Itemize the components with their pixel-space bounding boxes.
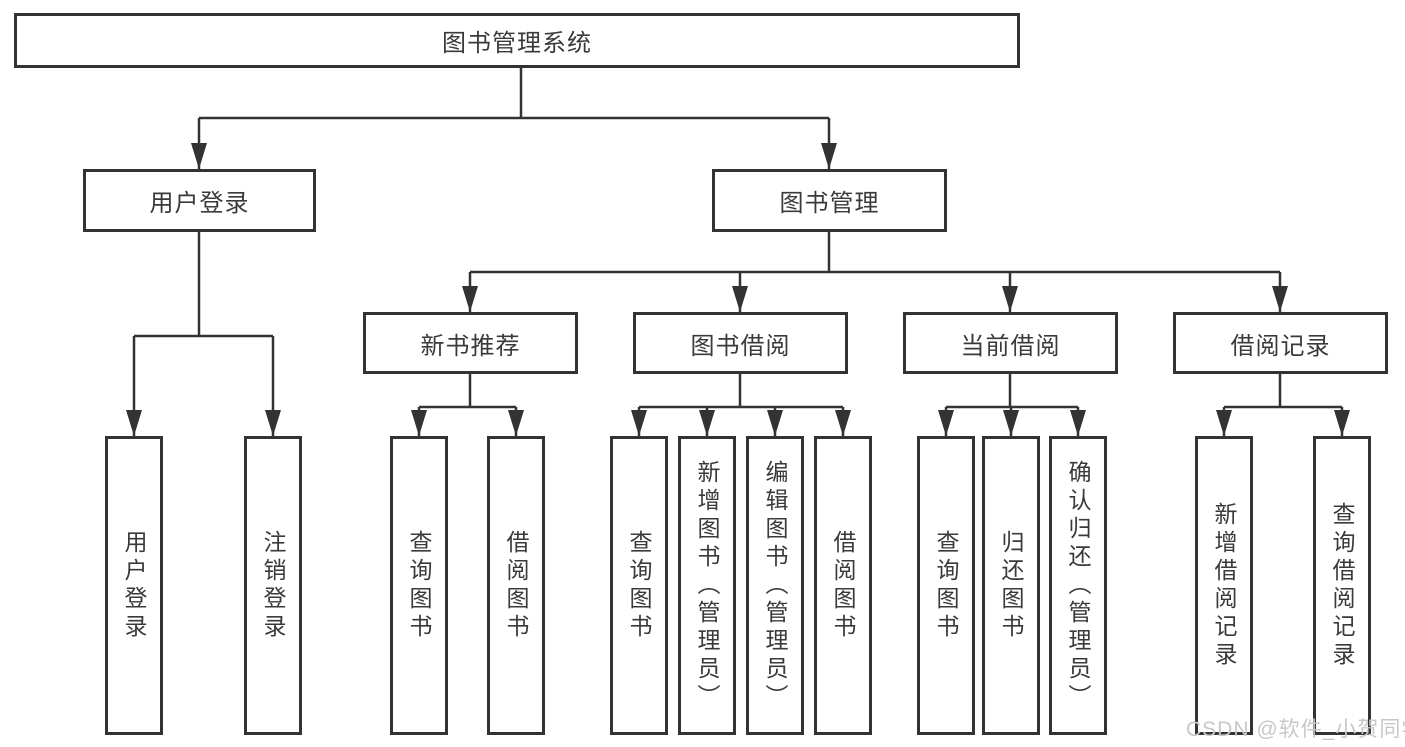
connector-book-management-to-level3 [462, 232, 1288, 312]
node-leaf-query-borrow-record: 查询借阅记录 [1313, 436, 1371, 735]
node-book-borrowing: 图书借阅 [633, 312, 848, 374]
node-leaf-query-books-borrowing: 查询图书 [610, 436, 668, 735]
node-leaf-return-book: 归还图书 [982, 436, 1040, 735]
node-leaf-borrow-books-recommend: 借阅图书 [487, 436, 545, 735]
node-leaf-edit-book-admin: 编辑图书（管理员） [746, 436, 804, 735]
node-borrowing-records: 借阅记录 [1173, 312, 1388, 374]
node-leaf-add-book-admin: 新增图书（管理员） [678, 436, 736, 735]
node-root-library-management-system: 图书管理系统 [14, 13, 1020, 68]
csdn-watermark: CSDN @软件_小贺同学 [1186, 718, 1405, 741]
node-leaf-add-borrow-record: 新增借阅记录 [1195, 436, 1253, 735]
node-leaf-logout: 注销登录 [244, 436, 302, 735]
connector-current-borrowing-to-leaves [938, 374, 1086, 436]
node-leaf-borrow-books-borrowing: 借阅图书 [814, 436, 872, 735]
node-leaf-query-books-recommend: 查询图书 [390, 436, 448, 735]
node-current-borrowing: 当前借阅 [903, 312, 1118, 374]
connector-new-book-recommend-to-leaves [411, 374, 524, 436]
node-new-book-recommend: 新书推荐 [363, 312, 578, 374]
node-leaf-user-login: 用户登录 [105, 436, 163, 735]
node-leaf-confirm-return-admin: 确认归还（管理员） [1049, 436, 1107, 735]
node-book-management: 图书管理 [712, 169, 947, 232]
connector-borrowing-records-to-leaves [1216, 374, 1350, 436]
connector-book-borrowing-to-leaves [631, 374, 851, 436]
connector-user-login-to-leaves [126, 232, 281, 436]
node-leaf-query-books-current: 查询图书 [917, 436, 975, 735]
connector-root-to-level2 [191, 68, 837, 169]
node-user-login: 用户登录 [83, 169, 316, 232]
